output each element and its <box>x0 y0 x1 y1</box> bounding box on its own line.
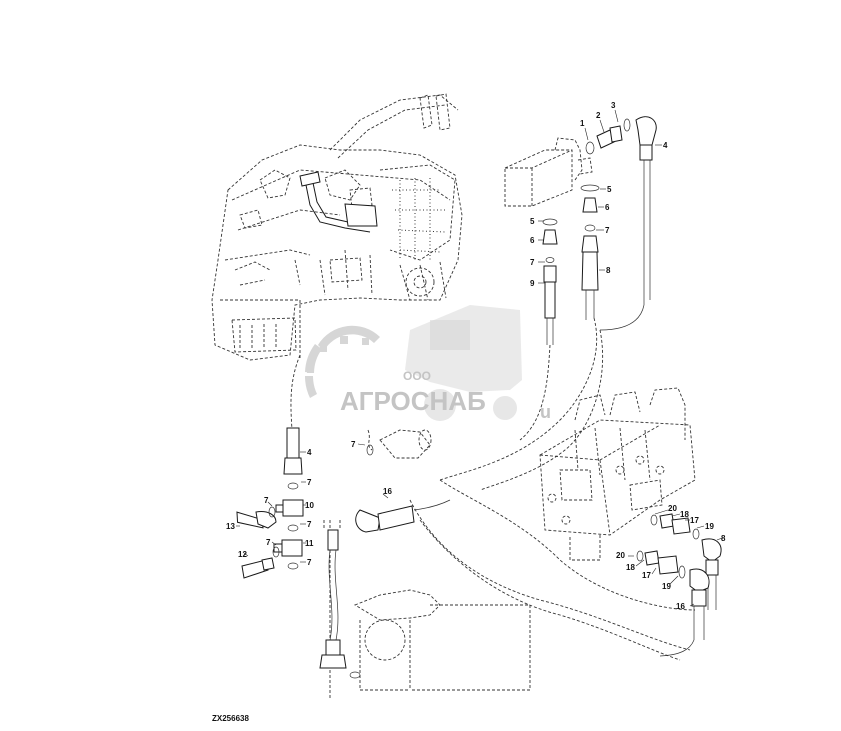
callout-10: 10 <box>305 501 314 510</box>
watermark-prefix: ООО <box>403 369 431 383</box>
control-valve-block <box>539 387 696 561</box>
callout-7-h: 7 <box>351 440 356 449</box>
callout-2: 2 <box>596 111 601 120</box>
callout-7-e: 7 <box>307 520 312 529</box>
watermark-company: АГРОСНАБ <box>340 386 486 416</box>
callout-18-b: 18 <box>626 563 635 572</box>
top-valve-group <box>504 116 657 345</box>
callout-labels: 1 2 3 4 5 5 6 6 7 7 8 9 4 7 7 10 13 7 11… <box>226 101 726 611</box>
callout-16-right: 16 <box>676 602 685 611</box>
callout-8-top: 8 <box>606 266 611 275</box>
callout-5-left: 5 <box>530 217 535 226</box>
callout-20-b: 20 <box>616 551 625 560</box>
callout-6-right: 6 <box>605 203 610 212</box>
callout-17-a: 17 <box>690 516 699 525</box>
callout-7-right: 7 <box>605 226 610 235</box>
callout-20-a: 20 <box>668 504 677 513</box>
callout-18-a: 18 <box>680 510 689 519</box>
callout-4-left: 4 <box>307 448 312 457</box>
callout-7-c: 7 <box>307 478 312 487</box>
right-fittings-group <box>636 513 722 657</box>
callout-12: 12 <box>238 550 247 559</box>
callout-9: 9 <box>530 279 535 288</box>
drawing-code: ZX256638 <box>212 714 249 723</box>
callout-17-b: 17 <box>642 571 651 580</box>
callout-13: 13 <box>226 522 235 531</box>
callout-7-left: 7 <box>530 258 535 267</box>
watermark-suffix: u <box>540 402 551 422</box>
left-tee-group <box>236 427 304 579</box>
center-hose-group <box>319 429 531 691</box>
callout-4-top: 4 <box>663 141 668 150</box>
callout-3: 3 <box>611 101 616 110</box>
callout-19-a: 19 <box>705 522 714 531</box>
callout-19-b: 19 <box>662 582 671 591</box>
callout-5-right: 5 <box>607 185 612 194</box>
callout-16-mid: 16 <box>383 487 392 496</box>
watermark-logo <box>304 305 522 421</box>
watermark-text: ООО АГРОСНАБ u <box>340 369 551 422</box>
callout-6-left: 6 <box>530 236 535 245</box>
callout-leaders <box>236 109 723 607</box>
callout-7-d: 7 <box>264 496 269 505</box>
callout-11: 11 <box>305 539 314 548</box>
engine-assembly <box>211 93 463 361</box>
callout-1: 1 <box>580 119 585 128</box>
callout-7-g: 7 <box>307 558 312 567</box>
callout-8-right: 8 <box>721 534 726 543</box>
callout-7-f: 7 <box>266 538 271 547</box>
